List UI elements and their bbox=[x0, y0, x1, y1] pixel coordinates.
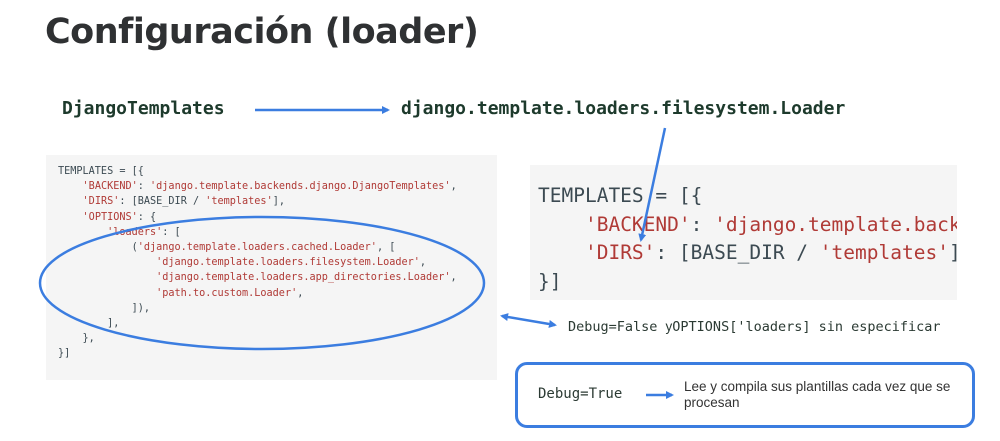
code-text: ]), bbox=[58, 302, 151, 314]
code-text: }] bbox=[58, 348, 71, 360]
code-text: , bbox=[419, 257, 427, 269]
code-text: }] bbox=[538, 269, 562, 293]
code-string: 'django.template.loaders.app_directories… bbox=[156, 272, 451, 284]
debug-true-box bbox=[515, 362, 975, 428]
code-line: 'BACKEND': 'django.template.backends.dja… bbox=[58, 179, 497, 194]
code-text: : [ bbox=[162, 226, 181, 238]
filesystem-loader-label: django.template.loaders.filesystem.Loade… bbox=[401, 98, 846, 119]
slide-title: Configuración (loader) bbox=[45, 12, 479, 52]
code-line: 'BACKEND': 'django.template.backends.dja… bbox=[538, 211, 957, 240]
code-string: 'DIRS' bbox=[82, 196, 120, 208]
code-text: : bbox=[137, 181, 151, 193]
code-text: ( bbox=[58, 242, 138, 254]
code-text: : [BASE_DIR / bbox=[655, 241, 820, 264]
code-string: 'path.to.custom.Loader' bbox=[156, 287, 298, 299]
debug-false-note: Debug=False yOPTIONS['loaders] sin espec… bbox=[568, 319, 941, 335]
code-line: TEMPLATES = [{ bbox=[538, 182, 957, 211]
code-line: 'OPTIONS': { bbox=[58, 210, 497, 225]
loaders-highlight-ellipse bbox=[38, 215, 486, 351]
code-text: , bbox=[450, 272, 457, 284]
code-string: 'templates' bbox=[819, 241, 949, 264]
code-text: ], bbox=[272, 196, 285, 208]
code-string: 'templates' bbox=[205, 196, 273, 208]
code-string: 'OPTIONS' bbox=[82, 211, 138, 223]
code-string: 'BACKEND' bbox=[82, 181, 138, 193]
django-templates-label: DjangoTemplates bbox=[62, 98, 225, 119]
code-block-full: TEMPLATES = [{ 'BACKEND': 'django.templa… bbox=[46, 155, 497, 380]
code-string: 'loaders' bbox=[107, 226, 163, 238]
code-string: 'django.template.loaders.filesystem.Load… bbox=[156, 257, 420, 269]
code-line: 'DIRS': [BASE_DIR / 'templates'], bbox=[538, 239, 957, 268]
code-string: 'DIRS' bbox=[584, 241, 656, 264]
code-text: }, bbox=[58, 333, 95, 345]
code-line: 'django.template.loaders.app_directories… bbox=[58, 270, 497, 285]
code-text: ], bbox=[58, 318, 120, 330]
options-loaders-text: OPTIONS['loaders] sin especificar bbox=[672, 319, 941, 335]
debug-true-description: Lee y compila sus plantillas cada vez qu… bbox=[684, 379, 951, 410]
code-text: : [BASE_DIR / bbox=[119, 196, 206, 208]
code-text: ], bbox=[949, 241, 957, 264]
code-line: 'loaders': [ bbox=[58, 225, 497, 240]
code-line: ('django.template.loaders.cached.Loader'… bbox=[58, 240, 497, 255]
debug-false-code: Debug=False bbox=[568, 319, 658, 335]
code-text: : { bbox=[137, 211, 157, 223]
code-text: , bbox=[297, 287, 304, 299]
code-line: 'DIRS': [BASE_DIR / 'templates'], bbox=[58, 194, 497, 209]
code-string: 'django.template.backends.django.DjangoT… bbox=[714, 212, 957, 236]
code-text: : bbox=[690, 212, 715, 236]
code-line: }, bbox=[58, 331, 497, 346]
code-line: ]), bbox=[58, 301, 497, 316]
code-string: 'django.template.backends.django.DjangoT… bbox=[150, 181, 451, 193]
arrow-down-icon bbox=[638, 127, 667, 242]
code-text: , bbox=[450, 181, 457, 193]
conjunction: y bbox=[665, 319, 673, 334]
code-text: , [ bbox=[376, 242, 396, 254]
code-line: }] bbox=[58, 346, 497, 361]
code-text: TEMPLATES = [{ bbox=[58, 166, 144, 177]
code-block-simple: TEMPLATES = [{ 'BACKEND': 'django.templa… bbox=[530, 165, 957, 300]
code-string: 'django.template.loaders.cached.Loader' bbox=[137, 242, 377, 254]
code-line: TEMPLATES = [{ bbox=[58, 164, 497, 179]
code-line: 'path.to.custom.Loader', bbox=[58, 286, 497, 301]
code-line: 'django.template.loaders.filesystem.Load… bbox=[58, 255, 497, 270]
debug-true-code: Debug=True bbox=[538, 386, 623, 402]
code-string: 'BACKEND' bbox=[584, 212, 691, 236]
code-line: ], bbox=[58, 316, 497, 331]
code-text: TEMPLATES = [{ bbox=[538, 184, 703, 207]
code-line: }] bbox=[538, 268, 957, 297]
double-arrow-icon bbox=[500, 313, 557, 328]
